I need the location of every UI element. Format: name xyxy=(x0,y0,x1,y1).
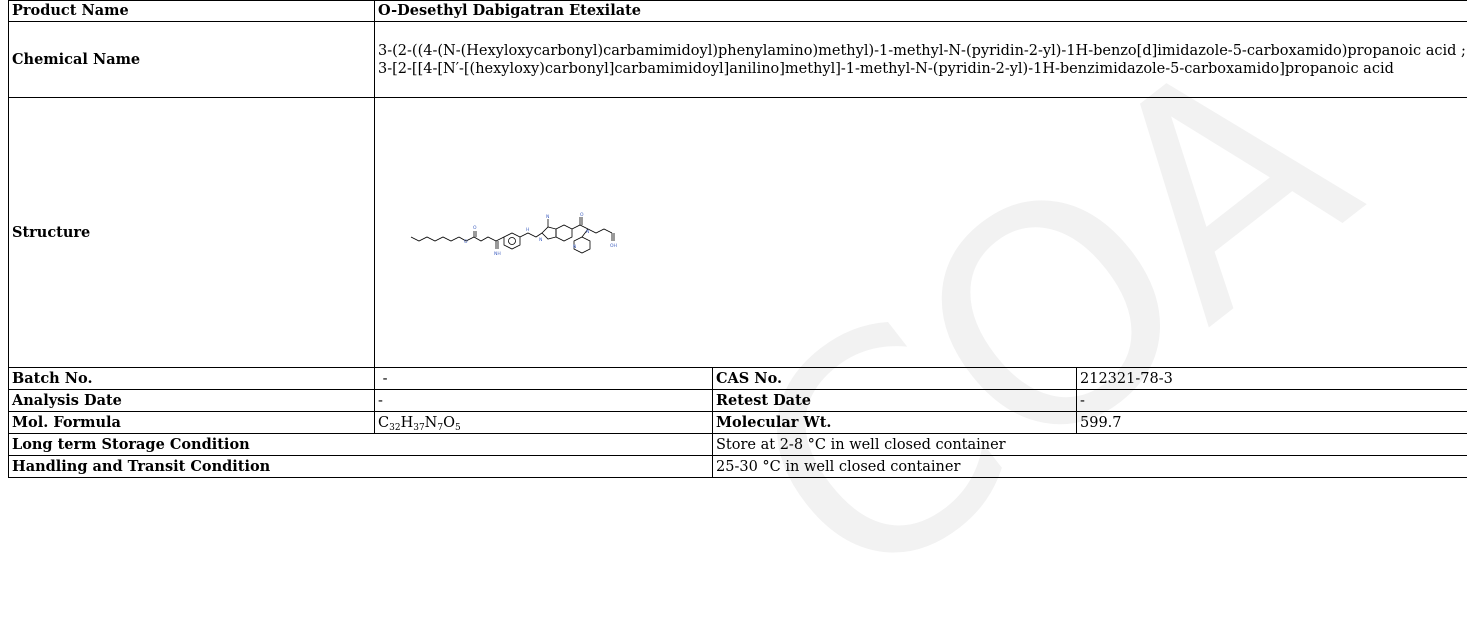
atom-oh: OH xyxy=(610,243,617,249)
mol-wt-value: 599.7 xyxy=(1077,412,1467,434)
atom-o3: O xyxy=(580,212,584,218)
row-dates: Analysis Date - Retest Date - xyxy=(9,390,1467,412)
batch-label: Batch No. xyxy=(9,368,375,390)
atom-pyr: N xyxy=(573,244,576,250)
row-structure: Structure xyxy=(9,98,1467,368)
coa-table: Product Name O-Desethyl Dabigatran Etexi… xyxy=(8,0,1467,478)
mol-formula-label: Mol. Formula xyxy=(9,412,375,434)
row-storage: Long term Storage Condition Store at 2-8… xyxy=(9,434,1467,456)
atom-n3: N xyxy=(586,229,589,235)
structure-cell: O O NH H N N N O N OH xyxy=(375,98,1467,368)
analysis-date-label: Analysis Date xyxy=(9,390,375,412)
atom-n2: N xyxy=(539,237,542,243)
mol-wt-label: Molecular Wt. xyxy=(713,412,1077,434)
storage-value: Store at 2-8 °C in well closed container xyxy=(713,434,1467,456)
chemical-name-value: 3-(2-((4-(N-(Hexyloxycarbonyl)carbamimid… xyxy=(375,22,1467,98)
row-product-name: Product Name O-Desethyl Dabigatran Etexi… xyxy=(9,1,1467,22)
product-name-value: O-Desethyl Dabigatran Etexilate xyxy=(375,1,1467,22)
row-chemical-name: Chemical Name 3-(2-((4-(N-(Hexyloxycarbo… xyxy=(9,22,1467,98)
atom-imine: NH xyxy=(494,251,501,257)
handling-label: Handling and Transit Condition xyxy=(9,456,713,478)
retest-date-label: Retest Date xyxy=(713,390,1077,412)
chemical-structure-image: O O NH H N N N O N OH xyxy=(408,203,668,263)
handling-value: 25-30 °C in well closed container xyxy=(713,456,1467,478)
structure-label: Structure xyxy=(9,98,375,368)
product-name-label: Product Name xyxy=(9,1,375,22)
row-handling: Handling and Transit Condition 25-30 °C … xyxy=(9,456,1467,478)
mol-formula-value: C32H37N7O5 xyxy=(375,412,713,434)
storage-label: Long term Storage Condition xyxy=(9,434,713,456)
chemical-name-label: Chemical Name xyxy=(9,22,375,98)
retest-date-value: - xyxy=(1077,390,1467,412)
atom-nh: H xyxy=(526,227,529,233)
analysis-date-value: - xyxy=(375,390,713,412)
cas-value: 212321-78-3 xyxy=(1077,368,1467,390)
cas-label: CAS No. xyxy=(713,368,1077,390)
batch-value: - xyxy=(375,368,713,390)
atom-o1: O xyxy=(473,225,477,231)
atom-o2: O xyxy=(464,239,468,245)
atom-methyl: N xyxy=(546,214,549,220)
row-batch: Batch No. - CAS No. 212321-78-3 xyxy=(9,368,1467,390)
row-formula: Mol. Formula C32H37N7O5 Molecular Wt. 59… xyxy=(9,412,1467,434)
